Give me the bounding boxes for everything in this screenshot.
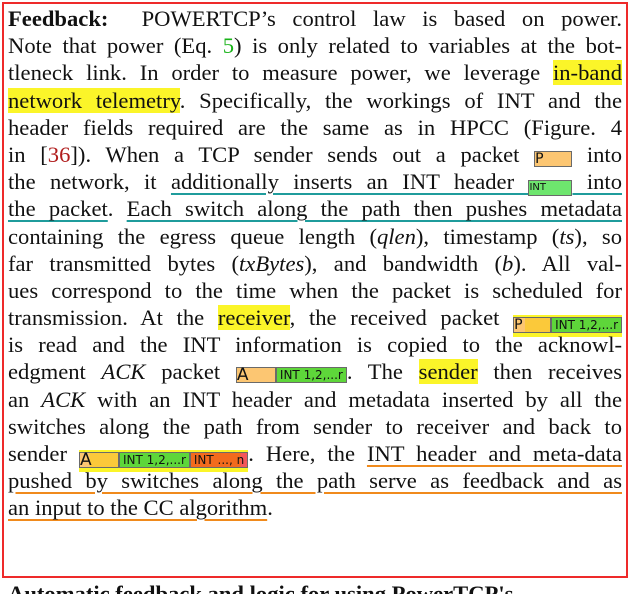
packet-icon: P bbox=[534, 150, 573, 167]
text-span: containing the egress queue length ( bbox=[8, 223, 377, 249]
text-span: ). All val- bbox=[513, 250, 622, 276]
text-span: additionally inserts an INT header bbox=[170, 169, 529, 195]
annotation-frame bbox=[2, 2, 628, 578]
underline-teal-span: the packet bbox=[8, 196, 108, 222]
underline-teal-span: Each switch along the path then pushes m… bbox=[126, 196, 622, 222]
text-line-8: the packet. Each switch along the path t… bbox=[8, 195, 622, 222]
text-span: into bbox=[572, 141, 623, 167]
text-line-18: pushed by switches along the path serve … bbox=[8, 467, 622, 494]
int-header-icon: INT bbox=[528, 180, 573, 197]
text-line-12: transmission. At the receiver, the recei… bbox=[8, 304, 622, 338]
var-ts: ts bbox=[559, 223, 575, 249]
text-line-3: tleneck link. In order to measure power,… bbox=[8, 59, 622, 86]
text-span: sender bbox=[8, 441, 79, 466]
text-line-19: an input to the CC algorithm. bbox=[8, 494, 622, 521]
var-txbytes: txBytes bbox=[239, 250, 305, 276]
highlight-network-telemetry: network telemetry bbox=[8, 87, 180, 113]
text-span: into bbox=[572, 169, 623, 195]
text-span: . Here, the bbox=[248, 441, 367, 466]
underline-teal-span: additionally inserts an INT header INT i… bbox=[170, 169, 623, 197]
highlight-sender: sender bbox=[418, 359, 478, 385]
text-line-4: network telemetry. Specifically, the wor… bbox=[8, 87, 622, 114]
text-span: in [ bbox=[8, 141, 48, 167]
text-span: . bbox=[107, 196, 127, 222]
text-span: tleneck link. In order to measure power,… bbox=[8, 60, 553, 86]
text-span: is read and the INT information is copie… bbox=[8, 332, 622, 358]
text-span: an bbox=[8, 386, 42, 412]
text-span: ues correspond to the time when the pack… bbox=[8, 277, 622, 303]
var-qlen: qlen bbox=[376, 223, 416, 249]
text-span: . Specifically, the workings of INT and … bbox=[179, 87, 622, 113]
text-span: Note that power (Eq. bbox=[8, 33, 223, 59]
int-list-segment: INT 1,2,...r bbox=[275, 367, 347, 384]
citation-link[interactable]: 36 bbox=[47, 141, 71, 167]
paragraph-heading: Feedback: bbox=[8, 6, 109, 31]
feedback-paragraph: Feedback: POWERTCP’s control law is base… bbox=[8, 5, 622, 522]
equation-ref-link[interactable]: 5 bbox=[222, 33, 234, 59]
var-b: b bbox=[502, 250, 514, 276]
text-line-6: in [36]). When a TCP sender sends out a … bbox=[8, 141, 622, 168]
text-span: ’s control law is based on power. bbox=[260, 6, 622, 31]
text-span: . bbox=[267, 495, 273, 521]
text-span: ) is only related to variables at the bo… bbox=[234, 33, 622, 59]
text-span: , the received packet bbox=[289, 305, 514, 331]
text-line-13: is read and the INT information is copie… bbox=[8, 331, 622, 358]
text-line-15: an ACK with an INT header and metadata i… bbox=[8, 386, 622, 413]
packet-payload-segment: P bbox=[513, 317, 552, 334]
text-line-16: switches along the path from sender to r… bbox=[8, 413, 622, 440]
text-span: edgment bbox=[8, 359, 102, 385]
term-ack: ACK bbox=[41, 386, 86, 412]
text-span: transmission. At the bbox=[8, 305, 218, 331]
int-list-segment: INT 1,2,...r bbox=[551, 317, 622, 334]
ack-segment: A bbox=[78, 452, 119, 469]
term-ack: ACK bbox=[101, 359, 146, 385]
text-span: with an INT header and metadata inserted… bbox=[85, 386, 622, 412]
text-span: header fields required are the same as i… bbox=[8, 114, 622, 140]
text-span: far transmitted bytes ( bbox=[8, 250, 240, 276]
packet-payload-segment: P bbox=[534, 150, 573, 167]
highlight-receiver: receiver bbox=[217, 305, 290, 331]
text-line-10: far transmitted bytes (txBytes), and ban… bbox=[8, 250, 622, 277]
int-segment: INT bbox=[528, 180, 573, 197]
highlight-in-band: in-band bbox=[552, 60, 622, 86]
text-span: the network, it bbox=[8, 169, 171, 195]
text-line-9: containing the egress queue length (qlen… bbox=[8, 223, 622, 250]
text-span: then receives bbox=[477, 359, 622, 385]
text-span: switches along the path from sender to r… bbox=[8, 413, 622, 439]
text-span: packet bbox=[145, 359, 236, 385]
text-line-2: Note that power (Eq. 5) is only related … bbox=[8, 32, 622, 59]
text-span: ), so bbox=[574, 223, 623, 249]
underline-orange-span: INT header and meta-data bbox=[366, 441, 622, 466]
int-list-segment: INT 1,2,...r bbox=[118, 452, 190, 468]
underline-orange-span: an input to the CC algorithm bbox=[8, 495, 268, 521]
ack-segment: A bbox=[235, 367, 276, 384]
text-line-5: header fields required are the same as i… bbox=[8, 114, 622, 141]
text-span: ), timestamp ( bbox=[415, 223, 560, 249]
text-span: ]). When a TCP sender sends out a packet bbox=[70, 141, 535, 167]
next-heading-cut-off: Automatic feedback and logic for using P… bbox=[8, 580, 513, 594]
underline-orange-span: pushed by switches along the path serve … bbox=[8, 468, 622, 494]
cut-off-text: Automatic feedback and logic for using P… bbox=[8, 581, 514, 594]
text-span: . The bbox=[346, 359, 419, 385]
text-span: ), and bandwidth ( bbox=[304, 250, 503, 276]
text-line-1: Feedback: POWERTCP’s control law is base… bbox=[8, 5, 622, 32]
powertcp-name: POWERTCP bbox=[141, 6, 261, 31]
text-line-11: ues correspond to the time when the pack… bbox=[8, 277, 622, 304]
int-return-segment: INT ..., n bbox=[189, 452, 249, 468]
text-line-7: the network, it additionally inserts an … bbox=[8, 168, 623, 197]
